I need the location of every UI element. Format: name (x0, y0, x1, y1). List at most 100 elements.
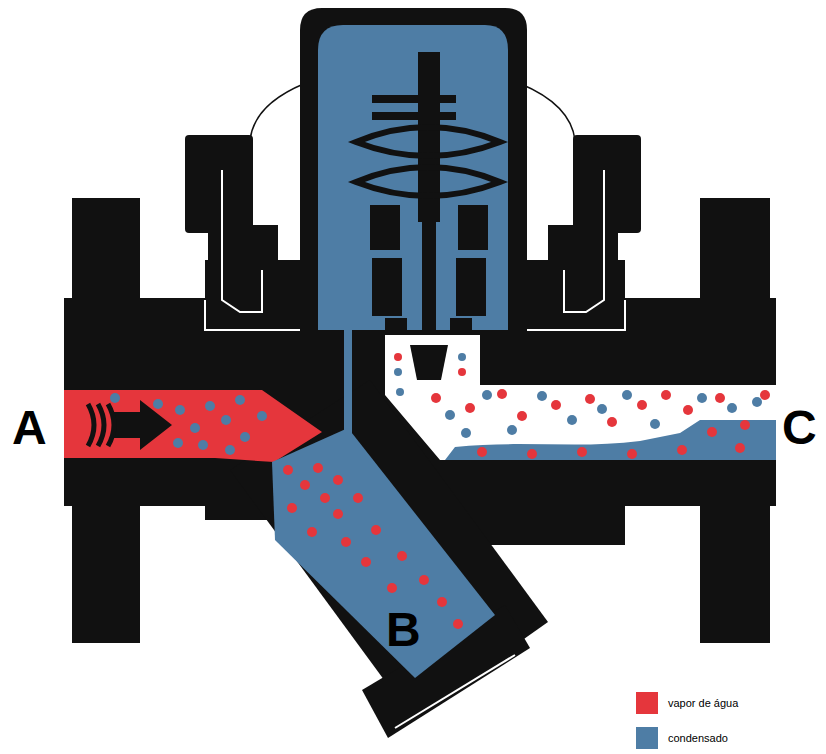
illustration-part (372, 258, 402, 316)
illustration-part (477, 447, 487, 457)
illustration-part (735, 443, 745, 453)
illustration-part (548, 225, 618, 285)
illustration-part (597, 404, 607, 414)
illustration-part (313, 463, 323, 473)
illustration-part (760, 390, 770, 400)
illustration-part (283, 465, 293, 475)
illustration-part (221, 415, 231, 425)
strainer-chamber (272, 428, 495, 678)
illustration-part (683, 405, 693, 415)
illustration-part (333, 475, 343, 485)
illustration-part (497, 389, 507, 399)
legend-label: condensado (668, 730, 728, 746)
illustration-part (507, 425, 517, 435)
flow-arrow (88, 400, 172, 450)
illustration-part (727, 403, 737, 413)
illustration-part (300, 8, 527, 330)
illustration-part (153, 399, 163, 409)
illustration-part (185, 135, 253, 233)
illustration-part (450, 318, 472, 335)
legend-label: vapor de água (668, 695, 738, 711)
illustration-part (677, 445, 687, 455)
illustration-part (470, 506, 625, 545)
illustration-part (385, 318, 407, 335)
steam-bubbles (283, 353, 770, 629)
illustration-part (208, 225, 278, 285)
legend-entry: vapor de água (636, 692, 738, 714)
illustration-part (110, 393, 120, 403)
illustration-part (300, 480, 310, 490)
illustration-part (370, 205, 400, 250)
illustration-part (461, 428, 471, 438)
illustration-part (697, 393, 707, 403)
illustration-part (445, 410, 455, 420)
illustration-part (527, 300, 625, 330)
illustration-part (112, 400, 172, 450)
illustration-part (173, 438, 183, 448)
illustration-part (205, 401, 215, 411)
part-letter: A (12, 404, 47, 452)
illustration-part (108, 404, 114, 446)
illustration-part (356, 167, 500, 196)
illustration-part (225, 445, 235, 455)
illustration-part (551, 400, 561, 410)
illustration-part (458, 205, 488, 250)
illustration-part (482, 390, 492, 400)
illustration-part (88, 404, 94, 446)
illustration-part (419, 575, 429, 585)
illustration-part (627, 449, 637, 459)
illustration-part (715, 393, 725, 403)
illustration-part (537, 391, 547, 401)
illustration-part (465, 403, 475, 413)
inlet-steam (64, 390, 322, 462)
illustration-part (567, 415, 577, 425)
outlet-chamber (385, 335, 776, 460)
illustration-part (422, 220, 436, 340)
illustration-part (564, 170, 604, 312)
illustration-part (458, 353, 466, 361)
illustration-part (661, 390, 671, 400)
stem-tube (344, 326, 352, 438)
illustration-part (573, 135, 641, 233)
illustration-part (527, 449, 537, 459)
illustration-part (341, 537, 351, 547)
illustration-part (517, 411, 527, 421)
condensate-drops (110, 353, 762, 455)
illustration-part (585, 394, 595, 404)
bonnet-chamber (318, 25, 508, 330)
illustration-part (222, 170, 262, 312)
illustration-part (320, 493, 330, 503)
bellows (356, 127, 500, 196)
illustration-part (240, 432, 250, 442)
illustration-part (98, 404, 104, 446)
illustration-part (637, 400, 647, 410)
illustration-part (175, 405, 185, 415)
illustration-part (453, 619, 463, 629)
trap-body (64, 8, 776, 738)
illustration-part (353, 493, 363, 503)
illustration-part (707, 427, 717, 437)
illustration-part (257, 411, 267, 421)
illustration-part (397, 551, 407, 561)
legend-swatch (636, 727, 658, 749)
legend-swatch (636, 692, 658, 714)
illustration-part (410, 345, 448, 380)
illustration-part (437, 597, 447, 607)
illustration-part (456, 258, 486, 316)
illustration-part (394, 368, 402, 376)
illustration-part (205, 300, 300, 330)
illustration-part (361, 557, 371, 567)
valve-seat (385, 318, 472, 380)
illustration-part (371, 525, 381, 535)
legend-entry: condensado (636, 727, 728, 749)
illustration-part (198, 440, 208, 450)
illustration-part (650, 419, 660, 429)
illustration-part (287, 503, 297, 513)
illustration-part (190, 423, 200, 433)
illustration-part (394, 353, 402, 361)
part-letter: C (782, 404, 817, 452)
illustration-part (235, 395, 245, 405)
illustration-part (387, 583, 397, 593)
illustration-part (333, 509, 343, 519)
